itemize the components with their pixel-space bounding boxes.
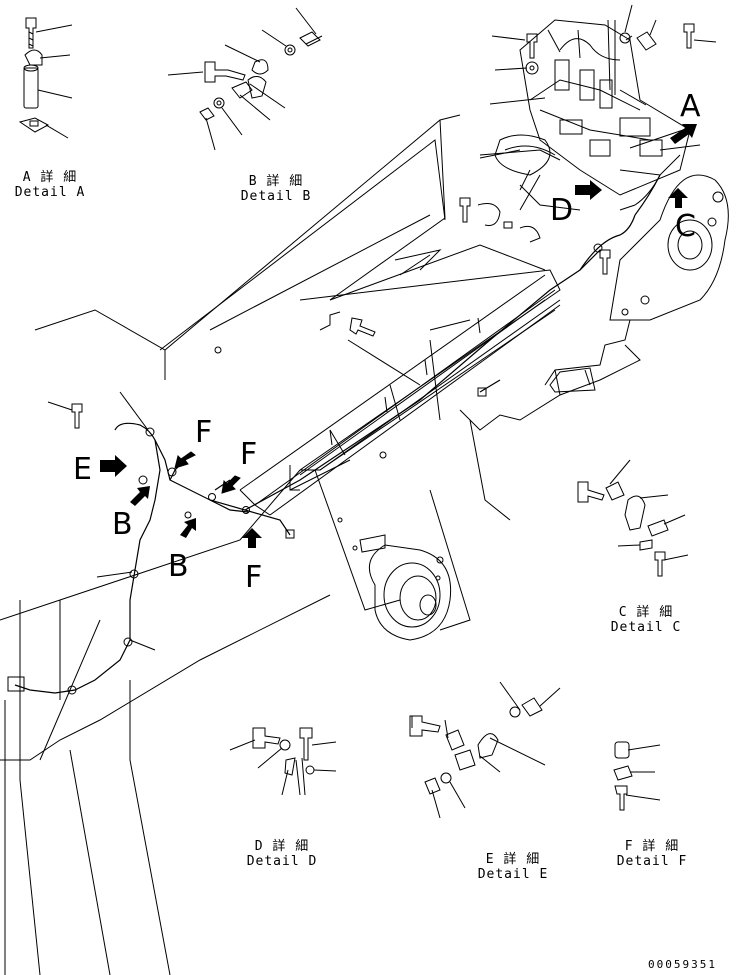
detail-f-label-en: Detail F bbox=[616, 854, 688, 869]
callout-letter-b1: B bbox=[112, 507, 133, 542]
arrow-f3 bbox=[242, 528, 262, 548]
detail-d-label-jp: D 詳 細 bbox=[254, 839, 310, 854]
arrow-a bbox=[670, 124, 697, 144]
arrow-f1 bbox=[174, 451, 196, 469]
detail-c-label-en: Detail C bbox=[610, 620, 682, 635]
callout-letter-f3: F bbox=[245, 560, 263, 595]
detail-a-label-en: Detail A bbox=[14, 185, 86, 200]
detail-d-label-en: Detail D bbox=[246, 854, 318, 869]
detail-f-label-jp: F 詳 細 bbox=[624, 839, 680, 854]
detail-b-label-jp: B 詳 細 bbox=[248, 174, 304, 189]
arrow-c bbox=[668, 188, 688, 208]
main-view-bolts bbox=[47, 197, 611, 651]
detail-a-label-jp: A 詳 細 bbox=[22, 170, 78, 185]
wiring-harness bbox=[7, 174, 661, 695]
callout-letter-c: C bbox=[675, 209, 696, 244]
detail-a-label: A 詳 細 Detail A bbox=[10, 170, 90, 200]
callout-letter-f1: F bbox=[195, 415, 213, 450]
callout-letter-f2: F bbox=[240, 437, 258, 472]
detail-c-parts bbox=[577, 459, 689, 577]
detail-c-label: C 詳 細 Detail C bbox=[606, 605, 686, 635]
callout-letter-d: D bbox=[550, 193, 574, 228]
axle-hub bbox=[359, 534, 452, 641]
document-number: 00059351 bbox=[648, 958, 717, 971]
arrow-e bbox=[100, 455, 127, 477]
junction-box-assembly bbox=[479, 19, 691, 211]
detail-b-label: B 詳 細 Detail B bbox=[236, 174, 316, 204]
detail-d-label: D 詳 細 Detail D bbox=[242, 839, 322, 869]
detail-e-parts bbox=[409, 681, 561, 819]
detail-e-label: E 詳 細 Detail E bbox=[473, 852, 553, 882]
cable-duct bbox=[239, 274, 561, 516]
callout-letter-a: A bbox=[680, 89, 701, 124]
detail-d-parts bbox=[229, 727, 337, 796]
detail-b-parts bbox=[167, 7, 323, 151]
detail-top-right-parts bbox=[479, 4, 717, 211]
detail-e-label-jp: E 詳 細 bbox=[485, 852, 541, 867]
arrow-d bbox=[575, 180, 602, 200]
detail-e-label-en: Detail E bbox=[477, 867, 549, 882]
mounting-plate bbox=[549, 174, 729, 393]
callout-letter-b2: B bbox=[168, 549, 189, 584]
detail-c-label-jp: C 詳 細 bbox=[618, 605, 674, 620]
detail-f-parts bbox=[613, 741, 661, 811]
detail-b-label-en: Detail B bbox=[240, 189, 312, 204]
main-frame bbox=[0, 114, 641, 975]
arrow-b1 bbox=[130, 486, 150, 506]
arrow-b2 bbox=[180, 518, 196, 538]
callout-arrows bbox=[100, 124, 697, 548]
detail-f-label: F 詳 細 Detail F bbox=[612, 839, 692, 869]
detail-a-parts bbox=[18, 17, 73, 139]
arrow-f2 bbox=[221, 475, 241, 494]
callout-letter-e: E bbox=[73, 452, 92, 487]
